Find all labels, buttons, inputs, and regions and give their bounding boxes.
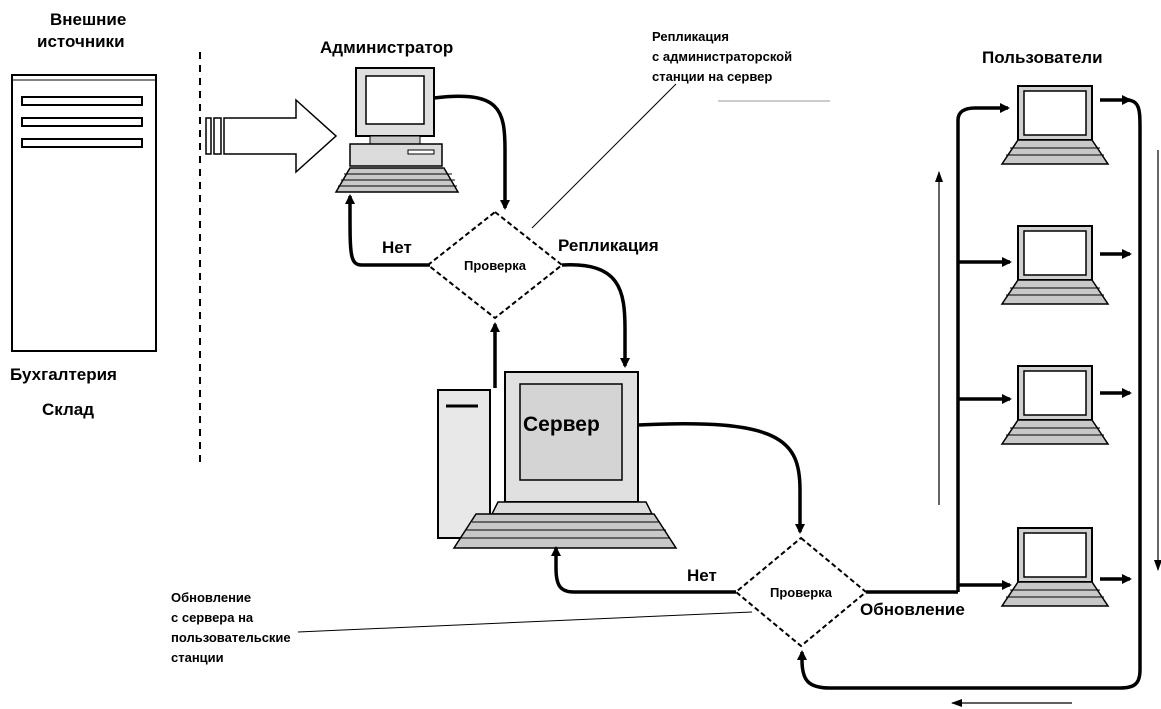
check-top-diamond: Проверка xyxy=(426,210,564,320)
return-bus-line xyxy=(797,98,1142,690)
admin-computer-icon xyxy=(334,67,460,193)
server-computer-icon xyxy=(437,371,678,549)
replication-note-line1: Репликация xyxy=(652,29,729,44)
check-top-no-label: Нет xyxy=(382,238,412,257)
user-laptop-icon-4 xyxy=(1000,527,1110,607)
flow-connectors xyxy=(297,83,1161,707)
replication-note-line2: с администраторской xyxy=(652,49,793,64)
update-note-line3: пользовательские xyxy=(171,630,291,645)
sources-title-line1: Внешние xyxy=(50,10,127,29)
check-bottom-no-label: Нет xyxy=(687,566,717,585)
sources-item-accounting: Бухгалтерия xyxy=(10,365,117,384)
check-top-replication-label: Репликация xyxy=(558,236,659,255)
sources-title-line2: источники xyxy=(37,32,125,51)
server-to-bottom-check-arrow xyxy=(637,421,805,534)
user-laptop-icon-2 xyxy=(1000,225,1110,305)
check-bottom-label: Проверка xyxy=(770,585,833,600)
user-laptop-icon-1 xyxy=(1000,85,1110,165)
update-note-leader xyxy=(297,611,753,633)
check-bottom-diamond: Проверка xyxy=(734,536,868,648)
update-note-line4: станции xyxy=(171,650,224,665)
bottom-check-no-arrow xyxy=(551,546,736,594)
update-note-line1: Обновление xyxy=(171,590,252,605)
data-flow-arrow-icon xyxy=(205,98,338,174)
replication-note-leader xyxy=(531,83,677,229)
check-replication-arrow xyxy=(561,263,630,368)
users-label: Пользователи xyxy=(982,48,1103,67)
admin-label: Администратор xyxy=(320,38,454,57)
user-laptop-icon-3 xyxy=(1000,365,1110,445)
check-top-label: Проверка xyxy=(464,258,527,273)
admin-to-check-arrow xyxy=(433,94,510,210)
replication-note-line3: станции на сервер xyxy=(652,69,773,84)
check-bottom-update-label: Обновление xyxy=(860,600,965,619)
check-no-to-admin-arrow xyxy=(345,194,430,267)
server-label: Сервер xyxy=(523,413,600,436)
bus-vertical-line xyxy=(956,103,1010,592)
server-tower-icon xyxy=(11,74,157,352)
sources-item-warehouse: Склад xyxy=(42,400,95,419)
update-note-line2: с сервера на xyxy=(171,610,254,625)
